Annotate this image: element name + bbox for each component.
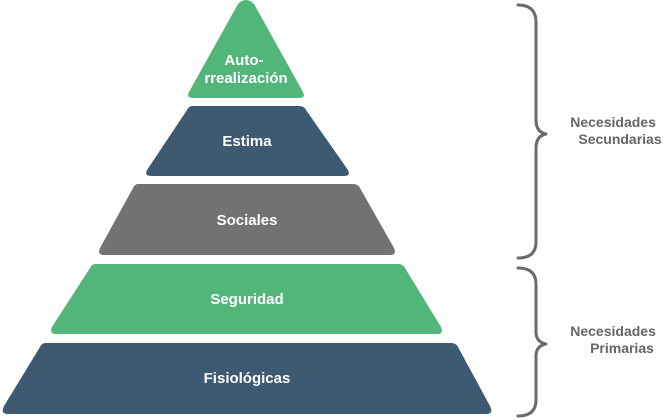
tier-safety-label: Seguridad (210, 291, 283, 308)
tier-esteem-shape (146, 106, 349, 176)
tier-self-actualization-label-line-1: Auto- (224, 52, 263, 69)
tier-social: Sociales (99, 184, 395, 255)
tier-safety: Seguridad (51, 264, 442, 334)
tier-physiological-shape (2, 343, 492, 414)
primary-needs-bracket (516, 266, 548, 418)
secondary-needs-bracket (516, 3, 548, 260)
primary-needs-label: Necesidades Primarias (570, 323, 660, 356)
tier-self-actualization-label-line-2: rrealización (204, 70, 287, 87)
tier-self-actualization: Auto- rrealización (188, 0, 304, 98)
secondary-needs-label: Necesidades Secundarias (570, 114, 662, 147)
secondary-needs-label-line-1: Necesidades (570, 114, 656, 130)
tier-social-label: Sociales (217, 212, 278, 229)
primary-needs-label-line-1: Necesidades (570, 323, 656, 339)
tier-safety-shape (51, 264, 442, 334)
tier-self-actualization-label: Auto- rrealización (204, 52, 287, 87)
tier-esteem: Estima (146, 106, 349, 176)
tier-physiological-label: Fisiológicas (204, 370, 291, 387)
tier-social-shape (99, 184, 395, 255)
tier-self-actualization-shape (188, 0, 304, 98)
tier-physiological: Fisiológicas (2, 343, 492, 414)
secondary-needs-label-line-2: Secundarias (578, 131, 661, 147)
primary-needs-label-line-2: Primarias (590, 340, 654, 356)
tier-esteem-label: Estima (222, 133, 272, 150)
